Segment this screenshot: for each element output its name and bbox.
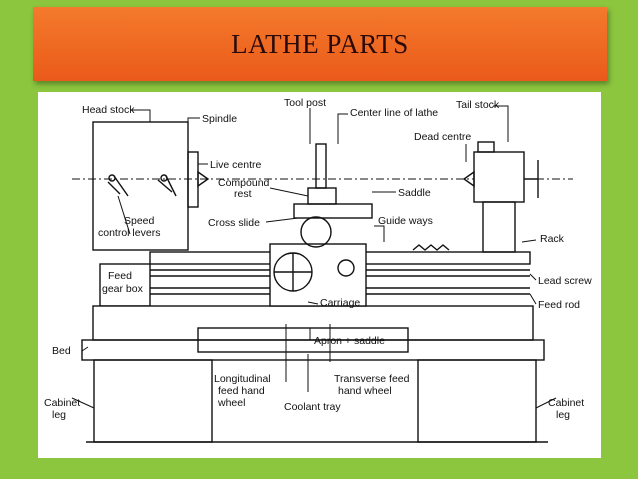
headstock-body: [92, 121, 189, 251]
label-head-stock: Head stock: [82, 104, 135, 116]
rack-teeth: [412, 244, 450, 251]
wheel-spokes: [274, 253, 312, 291]
label-speed-2: control levers: [98, 227, 160, 239]
tool-post-shape: [315, 143, 327, 189]
label-compound-1: Compound: [218, 177, 270, 189]
label-cabinet-right-2: leg: [556, 409, 570, 421]
label-group: Head stock Spindle Tool post Center line…: [44, 97, 592, 421]
label-feed-rod: Feed rod: [538, 299, 580, 311]
label-cabinet-left-2: leg: [52, 409, 66, 421]
label-rack: Rack: [540, 233, 565, 245]
label-bed: Bed: [52, 345, 71, 357]
title-banner: LATHE PARTS: [33, 7, 607, 81]
label-apron: Apron + saddle: [314, 335, 385, 347]
label-live-centre: Live centre: [210, 159, 262, 171]
label-long-1: Longitudinal: [214, 373, 271, 385]
label-center-line: Center line of lathe: [350, 107, 438, 119]
cross-slide-wheel: [300, 216, 332, 248]
leader-lines: [71, 105, 557, 409]
label-cabinet-left-1: Cabinet: [44, 397, 80, 409]
bed-body: [92, 305, 534, 341]
compound-rest-shape: [307, 187, 337, 205]
lever-knob-1: [108, 174, 116, 182]
right-cabinet-leg: [417, 359, 537, 443]
carriage-knob: [337, 259, 355, 277]
label-tail-stock: Tail stock: [456, 99, 500, 111]
lever-knob-2: [160, 174, 168, 182]
dead-centre-shape: [462, 170, 475, 188]
tailstock-clamp: [477, 141, 495, 153]
label-feed-2: gear box: [102, 283, 144, 295]
lathe-diagram: Head stock Spindle Tool post Center line…: [38, 92, 601, 458]
tailstock-wheel: [524, 160, 539, 198]
label-carriage: Carriage: [320, 297, 360, 309]
label-coolant: Coolant tray: [284, 401, 341, 413]
label-trans-1: Transverse feed: [334, 373, 410, 385]
label-lead-screw: Lead screw: [538, 275, 592, 287]
speed-levers: [107, 175, 177, 197]
label-spindle: Spindle: [202, 113, 237, 125]
machine-outline: [72, 121, 573, 443]
label-cabinet-right-1: Cabinet: [548, 397, 584, 409]
bed-ledge: [81, 339, 545, 361]
label-cross-slide: Cross slide: [208, 217, 260, 229]
tailstock-base: [482, 201, 516, 253]
label-feed-1: Feed: [108, 270, 132, 282]
label-long-3: wheel: [217, 397, 245, 409]
live-centre-shape: [197, 170, 210, 188]
tailstock-body: [473, 151, 525, 203]
label-dead-centre: Dead centre: [414, 131, 471, 143]
label-compound-2: rest: [234, 188, 252, 200]
lathe-drawing: Head stock Spindle Tool post Center line…: [44, 97, 592, 443]
slide-title: LATHE PARTS: [231, 28, 409, 59]
coolant-tray-shape: [197, 327, 409, 353]
label-speed-1: Speed: [124, 215, 155, 227]
label-long-2: feed hand: [218, 385, 265, 397]
cross-slide-shape: [293, 203, 373, 219]
label-trans-2: hand wheel: [338, 385, 392, 397]
left-cabinet-leg: [93, 359, 213, 443]
label-tool-post: Tool post: [284, 97, 326, 109]
label-guide-ways: Guide ways: [378, 215, 433, 227]
label-saddle: Saddle: [398, 187, 431, 199]
